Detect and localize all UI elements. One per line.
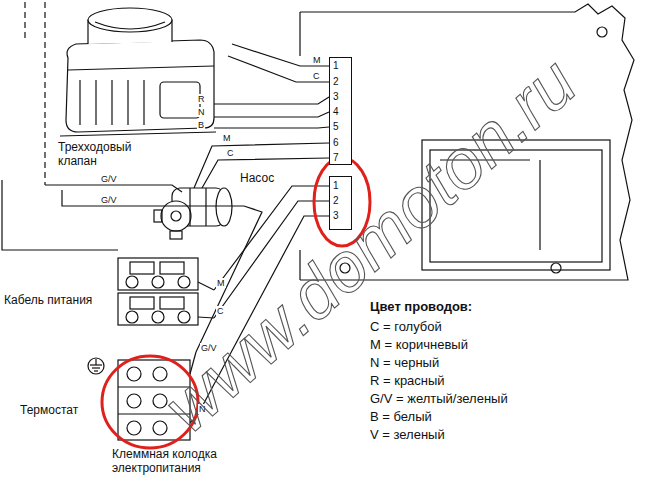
legend-text: C = голубой — [370, 319, 442, 334]
pin-number: 1 — [333, 61, 339, 71]
highlight-circle — [314, 158, 370, 246]
wire — [2, 180, 118, 250]
legend-entry: R = красный — [370, 374, 445, 389]
connector-block: 1 2 3 — [329, 176, 352, 230]
part-label: Трехходовый клапан — [58, 141, 150, 169]
legend-entry: C = голубой — [370, 320, 442, 335]
transformer-line — [440, 159, 530, 160]
wire-letter: M — [222, 133, 232, 143]
legend-text: M = коричневый — [370, 337, 468, 352]
legend-entry: V = зеленый — [370, 428, 445, 443]
wire-letter: M — [312, 55, 322, 65]
pin-number: 5 — [333, 122, 339, 132]
pump-symbol — [154, 188, 232, 239]
pin-number: 2 — [333, 196, 339, 206]
wire-letter: C — [312, 71, 321, 81]
wire-letter: N — [197, 107, 206, 117]
legend-text: B = белый — [370, 409, 432, 424]
legend-text: N = черный — [370, 355, 439, 370]
board-edge — [299, 12, 300, 56]
pin-number: 2 — [333, 77, 339, 87]
board-edge — [299, 250, 300, 280]
terminal-block — [118, 258, 214, 325]
legend-text: G/V = желтый/зеленый — [370, 391, 508, 406]
wire — [194, 143, 329, 188]
wire — [202, 158, 329, 188]
part-label: Насос — [240, 172, 274, 186]
legend-text: R = красный — [370, 373, 445, 388]
board-outline — [300, 4, 634, 280]
part-label: Кабель питания — [4, 294, 92, 308]
wire — [62, 190, 262, 352]
valve-actuator — [60, 8, 216, 136]
dashed-line — [24, 2, 25, 40]
pin-number: 1 — [333, 181, 339, 191]
wire-letter: N — [198, 404, 207, 414]
wire — [45, 185, 182, 192]
mount-hole — [597, 27, 607, 37]
ground-symbol — [88, 358, 104, 374]
dashed-line — [44, 2, 45, 185]
wire — [214, 97, 329, 104]
transformer-box — [422, 140, 610, 270]
legend-heading: Цвет проводов: — [370, 300, 472, 315]
terminal-block — [118, 352, 196, 440]
legend-entry: G/V = желтый/зеленый — [370, 392, 508, 407]
wire-letter: G/V — [100, 195, 118, 205]
wire — [196, 216, 329, 418]
wire-letter: B — [197, 120, 205, 130]
transformer-line — [539, 160, 540, 250]
pin-number: 3 — [333, 92, 339, 102]
pin-number: 3 — [333, 211, 339, 221]
legend-entry: N = черный — [370, 356, 439, 371]
wire — [228, 56, 329, 82]
wire-letter: G/V — [200, 343, 218, 353]
highlight-circle — [102, 356, 198, 448]
pin-number: 7 — [333, 153, 339, 163]
legend-text: V = зеленый — [370, 427, 445, 442]
pin-number: 4 — [333, 107, 339, 117]
wire-letter: C — [226, 148, 235, 158]
mount-hole — [551, 263, 561, 273]
pin-number: 6 — [333, 138, 339, 148]
wire — [214, 201, 329, 318]
wire-letter: G/V — [100, 174, 118, 184]
wire-letter: M — [216, 278, 226, 288]
connector-block: 1 2 3 4 5 6 7 — [329, 57, 352, 165]
part-label: Клеммная колодка электропитания — [112, 448, 240, 476]
transformer-inner — [430, 150, 602, 262]
wire — [214, 112, 329, 117]
mount-hole — [340, 263, 350, 273]
wire-letter: C — [216, 306, 225, 316]
legend-entry: M = коричневый — [370, 338, 468, 353]
part-label: Термостат — [20, 404, 78, 418]
legend-entry: B = белый — [370, 410, 432, 425]
wire-letter: R — [197, 94, 206, 104]
wire — [214, 127, 329, 128]
